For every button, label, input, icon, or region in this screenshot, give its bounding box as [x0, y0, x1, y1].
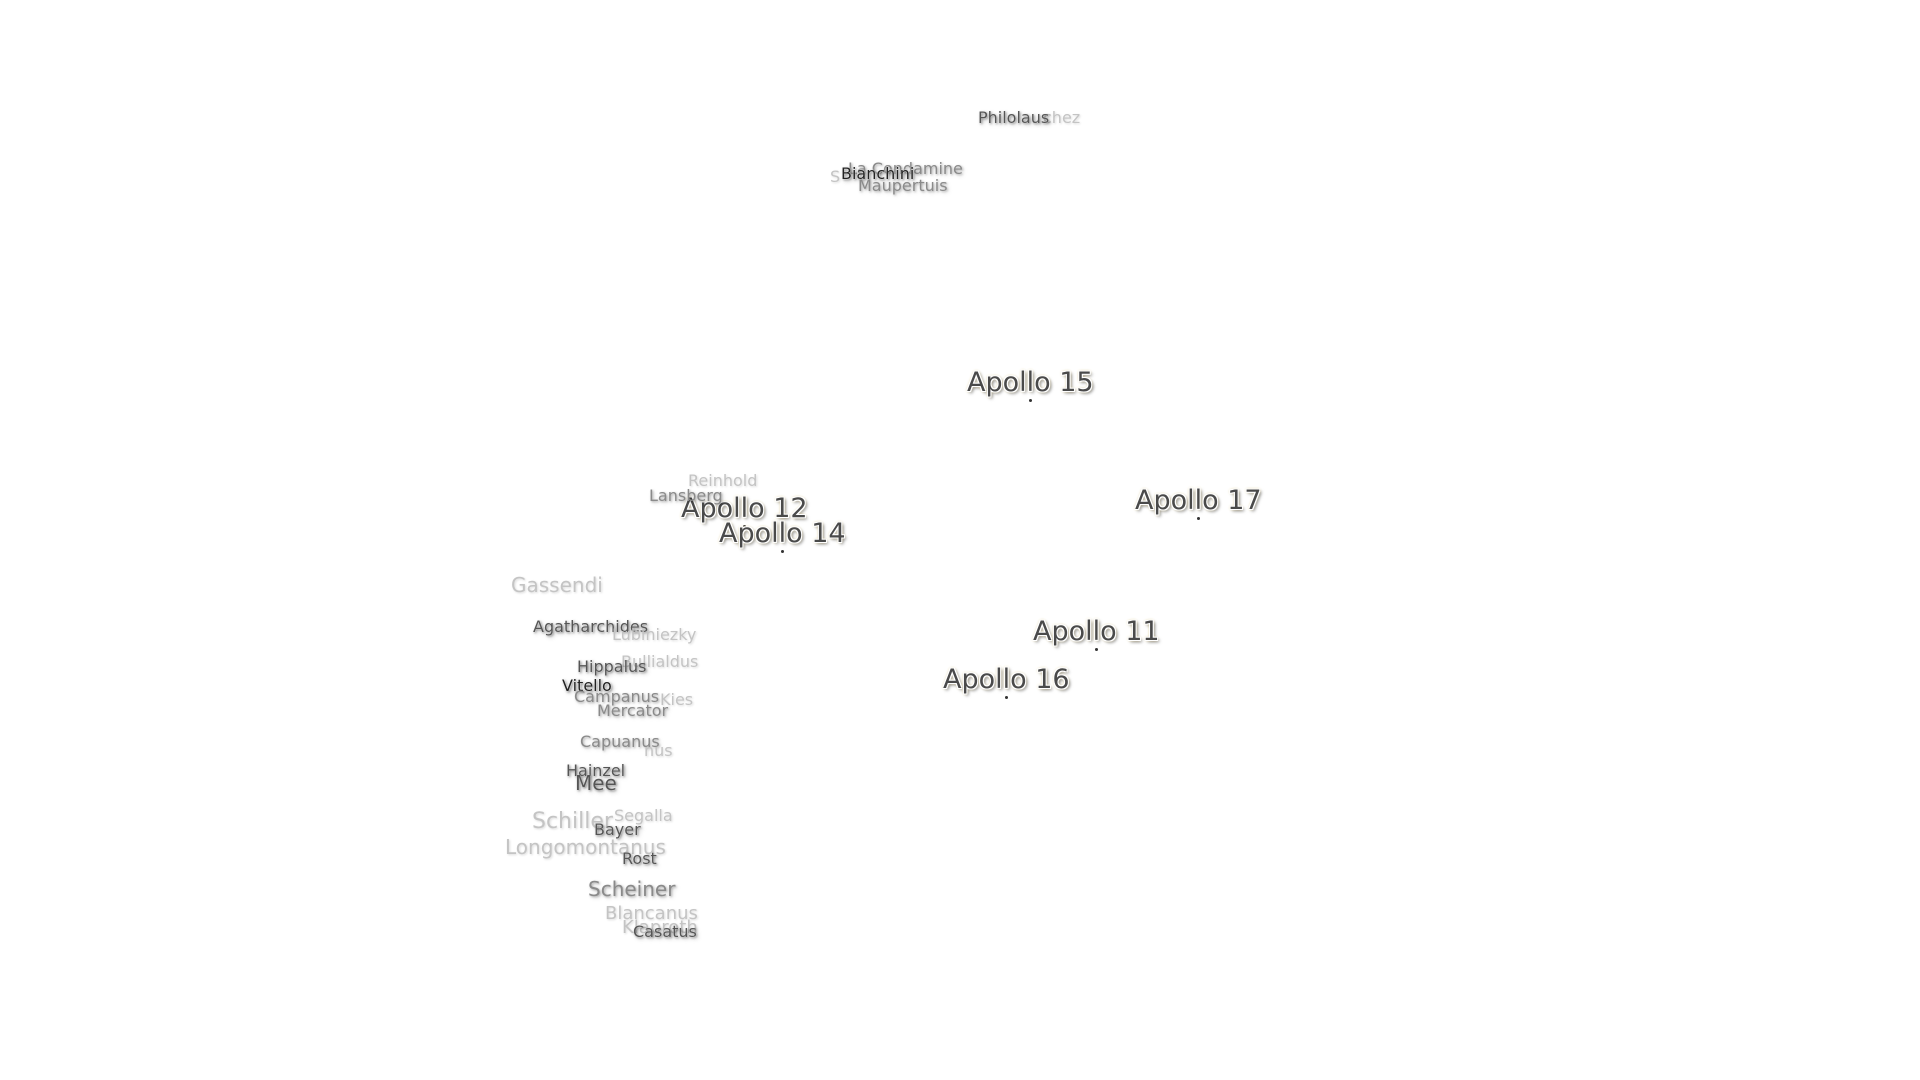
crater-label-casatus[interactable]: Casatus	[633, 922, 697, 941]
crater-label-blancanus[interactable]: Blancanus	[605, 903, 698, 924]
apollo-15-site-label[interactable]: Apollo 15	[967, 367, 1094, 402]
landing-site-marker[interactable]	[1029, 399, 1033, 402]
crater-label-philolaus[interactable]: Philolaus	[978, 108, 1050, 127]
crater-label-vitello[interactable]: Vitello	[562, 676, 612, 695]
apollo-17-site-label[interactable]: Apollo 17	[1135, 485, 1262, 520]
landing-site-marker[interactable]	[1095, 648, 1099, 651]
crater-label-wurzelbauer[interactable]: nus	[644, 741, 673, 760]
landing-site-marker[interactable]	[1005, 696, 1009, 699]
apollo-11-site-label[interactable]: Apollo 11	[1033, 616, 1160, 651]
apollo-15-label: Apollo 15	[967, 367, 1094, 398]
crater-label-lubiniezky[interactable]: Lubiniezky	[612, 625, 697, 644]
crater-label-bullialdus[interactable]: Bullialdus	[621, 652, 699, 671]
crater-label-kies[interactable]: Kies	[660, 690, 694, 709]
crater-label-mee[interactable]: Mee	[575, 771, 617, 795]
landing-site-marker[interactable]	[743, 525, 747, 528]
apollo-17-label: Apollo 17	[1135, 485, 1262, 516]
crater-label-bianchini[interactable]: Bianchini	[841, 164, 915, 183]
apollo-11-label: Apollo 11	[1033, 616, 1160, 647]
apollo-16-label: Apollo 16	[943, 664, 1070, 695]
crater-label-sharp[interactable]: S	[830, 167, 841, 186]
crater-label-lansberg[interactable]: Lansberg	[649, 486, 723, 505]
landing-site-marker[interactable]	[781, 550, 785, 553]
apollo-16-site-label[interactable]: Apollo 16	[943, 664, 1070, 699]
crater-label-bayer[interactable]: Bayer	[594, 820, 641, 839]
crater-label-hainzel[interactable]: Hainzel	[566, 761, 626, 780]
crater-label-rost[interactable]: Rost	[622, 849, 657, 868]
crater-label-klaproth[interactable]: Klaproth	[622, 917, 698, 938]
crater-label-mercator[interactable]: Mercator	[597, 701, 669, 720]
crater-label-anaximenes[interactable]: chez	[1043, 108, 1081, 127]
crater-label-reinhold[interactable]: Reinhold	[688, 471, 758, 490]
apollo-12-label: Apollo 12	[681, 493, 808, 524]
crater-label-segalla[interactable]: Segalla	[614, 806, 673, 825]
crater-label-campanus[interactable]: Campanus	[574, 687, 660, 706]
crater-label-scheiner[interactable]: Scheiner	[588, 877, 676, 901]
landing-site-marker[interactable]	[1197, 517, 1201, 520]
crater-label-agatharchides[interactable]: Agatharchides	[533, 617, 649, 636]
crater-label-maupertuis[interactable]: Maupertuis	[858, 176, 948, 195]
crater-label-gassendi[interactable]: Gassendi	[511, 573, 603, 597]
crater-label-capuanus[interactable]: Capuanus	[580, 732, 660, 751]
crater-label-la-condamine[interactable]: La Condamine	[848, 159, 963, 178]
crater-label-hippalus[interactable]: Hippalus	[577, 657, 647, 676]
crater-label-schiller[interactable]: Schiller	[532, 809, 613, 834]
apollo-12-site-label[interactable]: Apollo 12	[681, 493, 808, 528]
apollo-14-label: Apollo 14	[719, 518, 846, 549]
crater-label-longomontanus[interactable]: Longomontanus	[505, 835, 666, 859]
apollo-14-site-label[interactable]: Apollo 14	[719, 518, 846, 553]
